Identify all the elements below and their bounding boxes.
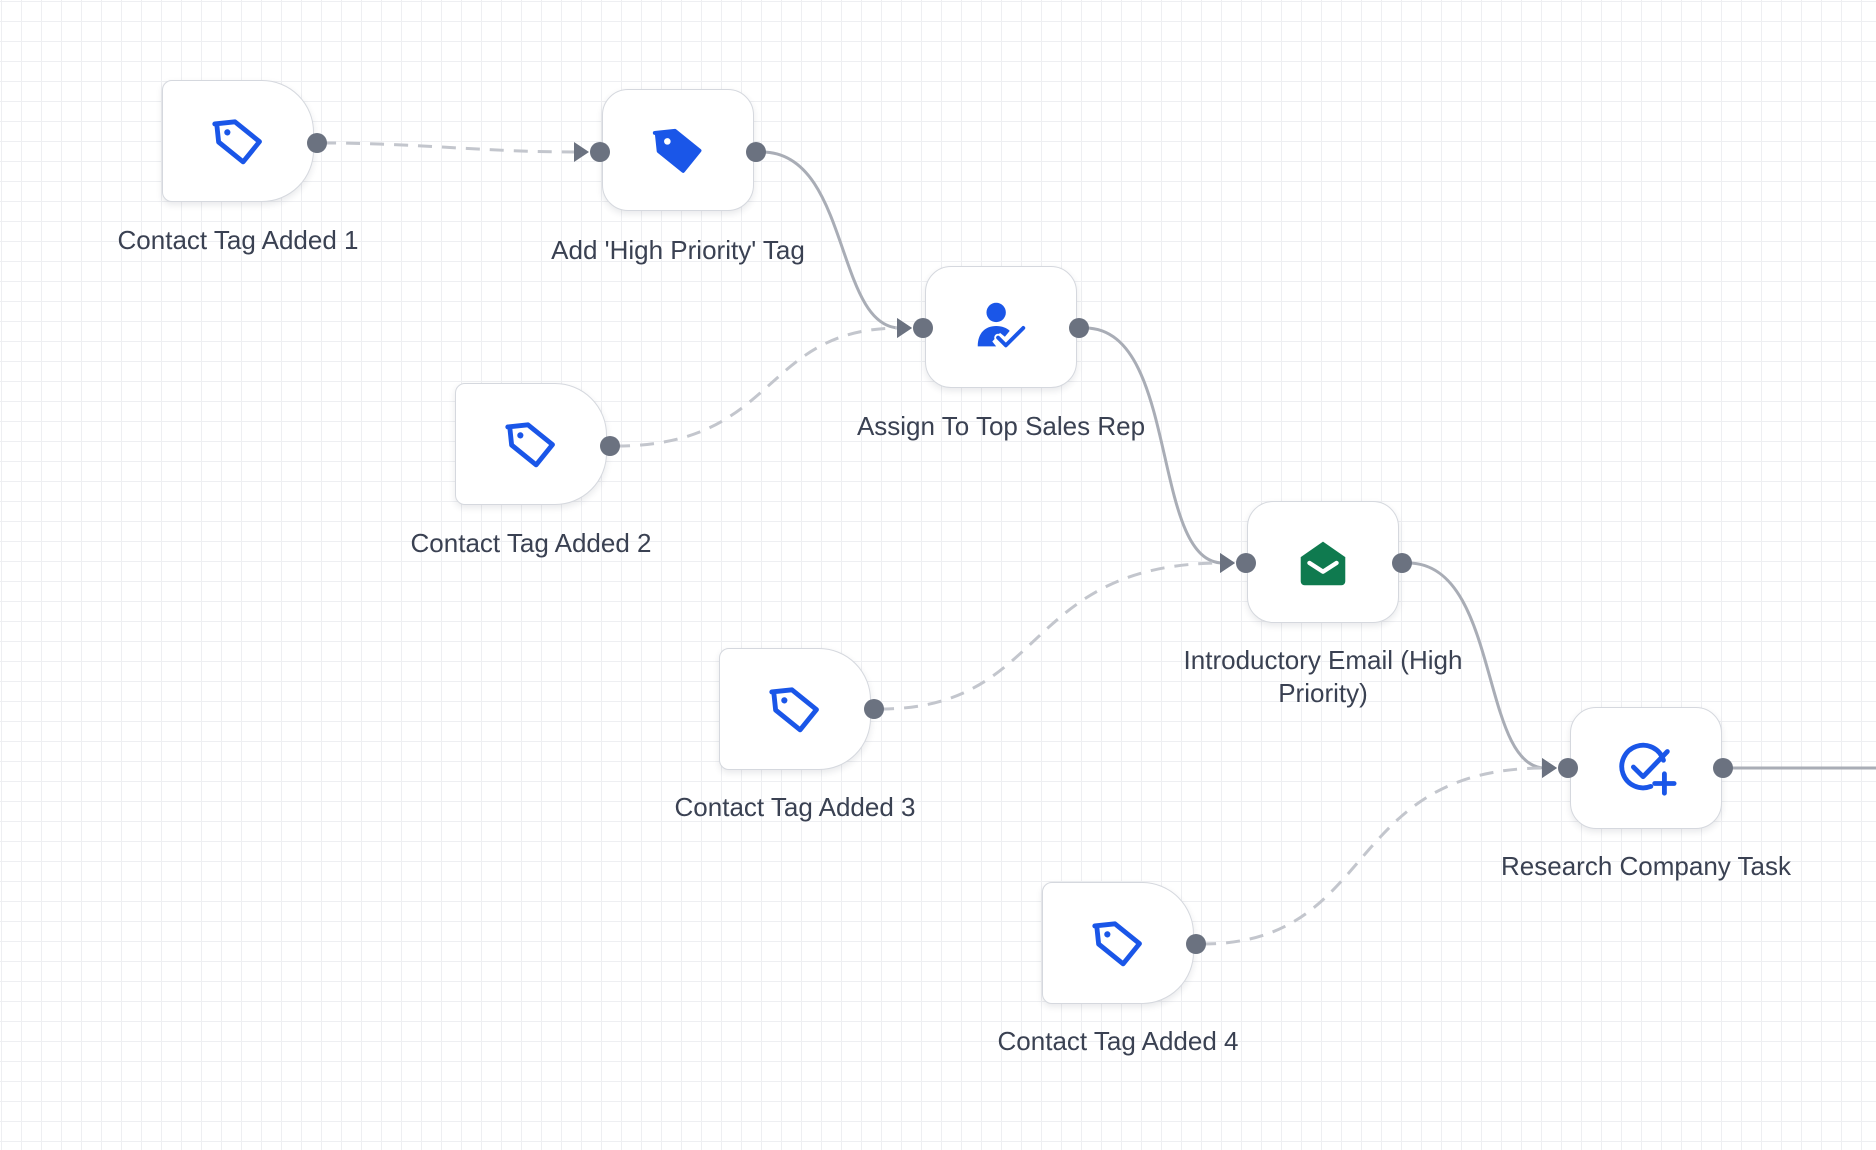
node-label: Introductory Email (High Priority) bbox=[1183, 645, 1463, 708]
tag-outline-icon bbox=[764, 678, 826, 740]
task-add-icon bbox=[1615, 737, 1677, 799]
input-port[interactable] bbox=[1558, 758, 1578, 778]
input-port[interactable] bbox=[1236, 553, 1256, 573]
node-label: Research Company Task bbox=[1501, 851, 1791, 881]
user-check-icon bbox=[970, 296, 1032, 358]
edge-connector[interactable] bbox=[1084, 326, 1224, 565]
node-label: Contact Tag Added 2 bbox=[410, 528, 652, 558]
node-label: Contact Tag Added 1 bbox=[117, 225, 359, 255]
node-assign-to-top-sales-rep[interactable] bbox=[925, 266, 1077, 388]
node-contact-tag-added-1[interactable] bbox=[162, 80, 314, 202]
arrowhead-icon bbox=[574, 142, 589, 162]
tag-outline-icon bbox=[1087, 912, 1149, 974]
output-port[interactable] bbox=[600, 436, 620, 456]
node-introductory-email-high-priority[interactable] bbox=[1247, 501, 1399, 623]
output-port[interactable] bbox=[1069, 318, 1089, 338]
node-research-company-task[interactable] bbox=[1570, 707, 1722, 829]
edge-connector[interactable] bbox=[615, 326, 901, 448]
output-port[interactable] bbox=[1186, 934, 1206, 954]
tag-outline-icon bbox=[500, 413, 562, 475]
node-label: Add 'High Priority' Tag bbox=[551, 235, 805, 265]
node-contact-tag-added-3[interactable] bbox=[719, 648, 871, 770]
node-add-high-priority-tag[interactable] bbox=[602, 89, 754, 211]
edge-connector[interactable] bbox=[321, 141, 579, 154]
output-port[interactable] bbox=[307, 133, 327, 153]
arrowhead-icon bbox=[1220, 553, 1235, 573]
output-port[interactable] bbox=[746, 142, 766, 162]
node-label: Contact Tag Added 4 bbox=[997, 1026, 1239, 1056]
tag-outline-icon bbox=[207, 110, 269, 172]
node-label: Contact Tag Added 3 bbox=[674, 792, 916, 822]
output-port[interactable] bbox=[1713, 758, 1733, 778]
node-contact-tag-added-2[interactable] bbox=[455, 383, 607, 505]
edge-connector[interactable] bbox=[761, 150, 901, 330]
output-port[interactable] bbox=[1392, 553, 1412, 573]
output-port[interactable] bbox=[864, 699, 884, 719]
node-contact-tag-added-4[interactable] bbox=[1042, 882, 1194, 1004]
email-open-icon bbox=[1292, 531, 1354, 593]
node-label: Assign To Top Sales Rep bbox=[856, 411, 1146, 441]
edge-connector[interactable] bbox=[1407, 561, 1546, 770]
arrowhead-icon bbox=[897, 318, 912, 338]
input-port[interactable] bbox=[590, 142, 610, 162]
arrowhead-icon bbox=[1542, 758, 1557, 778]
input-port[interactable] bbox=[913, 318, 933, 338]
tag-filled-icon bbox=[647, 119, 709, 181]
edge-connector[interactable] bbox=[879, 561, 1224, 711]
